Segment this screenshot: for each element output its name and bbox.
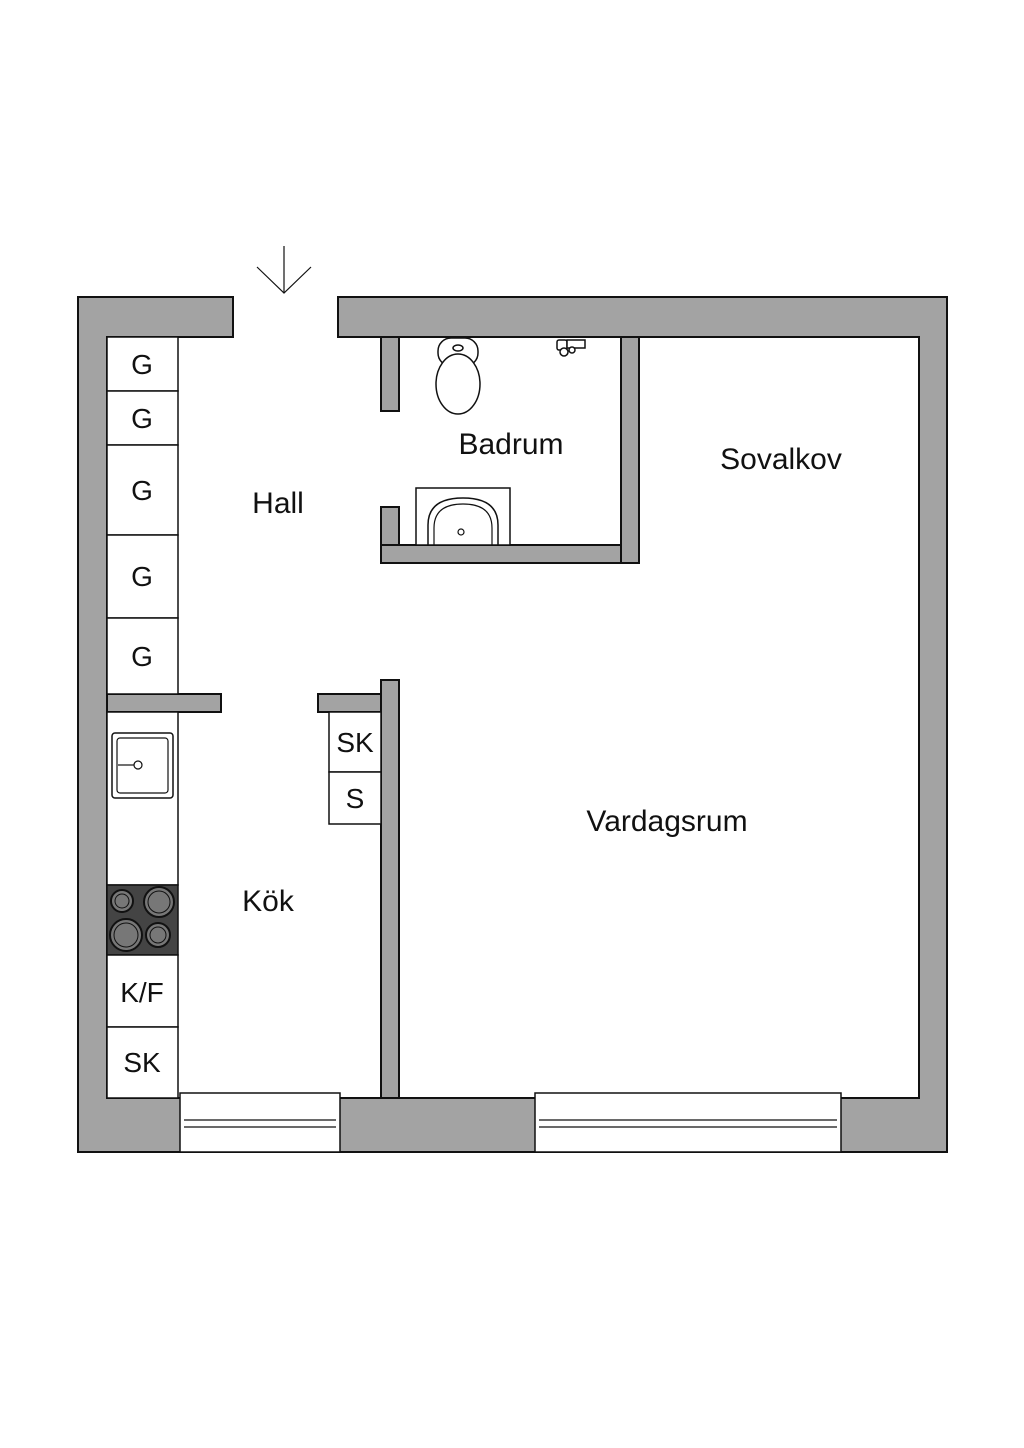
washbasin-icon [415, 487, 511, 546]
room-label-hall: Hall [252, 487, 304, 520]
room-label-vardagsrum: Vardagsrum [586, 805, 747, 838]
fridge-label: K/F [120, 977, 164, 1008]
room-label-sovalkov: Sovalkov [720, 443, 842, 476]
hall-kitchen-stub-left [106, 693, 222, 713]
room-label-badrum: Badrum [458, 428, 563, 461]
wardrobe-column: G G G G G [106, 336, 179, 695]
windows [179, 1092, 842, 1153]
wardrobe-4 [106, 534, 179, 619]
interior-walls [106, 336, 640, 1099]
kitchen-storage-label: SK [123, 1047, 161, 1078]
sink-icon [111, 732, 174, 799]
bathroom-wall-right [620, 336, 640, 564]
wardrobe-3 [106, 444, 179, 536]
wardrobe-5 [106, 617, 179, 695]
hall-storage: SK S [328, 711, 382, 825]
room-label-kok: Kök [242, 885, 295, 918]
hall-storage-s [328, 771, 382, 825]
wardrobe-label-4: G [131, 561, 153, 592]
kitchen-storage [106, 1026, 179, 1099]
living-window [534, 1092, 842, 1153]
fridge-freezer [106, 954, 179, 1028]
wardrobe-label-3: G [131, 475, 153, 506]
kitchen-window [179, 1092, 341, 1153]
hall-storage-s-label: S [346, 783, 365, 814]
bathroom-wall-left-upper [380, 336, 400, 412]
wardrobe-label-5: G [131, 641, 153, 672]
room-labels: Hall Badrum Sovalkov Vardagsrum Kök [242, 428, 842, 918]
entrance-arrow-icon [256, 246, 312, 294]
hall-storage-sk [328, 711, 382, 773]
bathroom-wall-bottom [380, 544, 640, 564]
kitchen-living-wall [380, 679, 400, 1099]
wardrobe-label-2: G [131, 403, 153, 434]
faucet-icon [556, 339, 586, 357]
hall-storage-sk-label: SK [336, 727, 374, 758]
stove-icon [106, 884, 179, 956]
toilet-icon [435, 337, 481, 415]
wardrobe-2 [106, 390, 179, 446]
outer-walls [77, 296, 948, 1153]
outer-wall [77, 296, 948, 1153]
kitchen-counter: K/F SK [106, 711, 179, 1099]
wardrobe-label-1: G [131, 349, 153, 380]
